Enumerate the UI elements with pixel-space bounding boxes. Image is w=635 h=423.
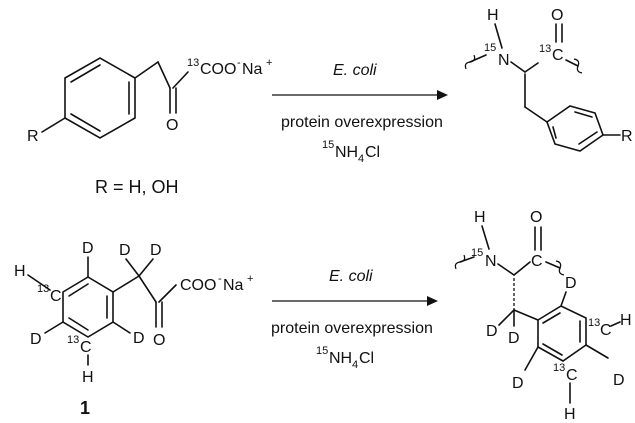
arrow-2-reagent-end: Cl <box>359 350 374 367</box>
ring-isotope-2: 13 <box>67 334 79 346</box>
product-2: 15 N H C O D D D 13 C <box>454 209 632 423</box>
reactant-1: R O 13 COO - Na + <box>27 57 272 145</box>
arrow-1-reagent-sub: 4 <box>358 153 364 165</box>
beta-deuterium-1: D <box>486 323 498 340</box>
arrow-1-isotope: 15 <box>322 139 334 151</box>
reactant-2: 13 C 13 C H D D H D D D O COO - <box>14 240 253 386</box>
arrow-2-condition-line1: protein overexpression <box>271 320 433 337</box>
arrow-1-reagent-end: Cl <box>365 144 380 161</box>
prod-ring-carbon-2: C <box>566 367 578 384</box>
compound-number: 1 <box>80 398 90 418</box>
arrow-2-top-label: E. coli <box>329 268 373 285</box>
carbonyl-carbon-2: C <box>531 253 543 270</box>
nitrogen-isotope: 15 <box>484 42 496 54</box>
carbonyl-oxygen-2: O <box>530 209 542 226</box>
sodium-label-2: Na <box>223 277 244 294</box>
ring-deuterium-1: D <box>82 240 94 257</box>
reaction-1: R O 13 COO - Na + E. coli protein overex… <box>27 7 633 197</box>
carboxylate-label-2: COO <box>180 277 216 294</box>
prod-ring-deuterium-2: D <box>613 372 625 389</box>
plus-charge: + <box>266 57 272 69</box>
minus-charge-2: - <box>218 273 222 285</box>
arrow-2-reagent: NH <box>329 350 352 367</box>
keto-oxygen: O <box>166 117 178 134</box>
carbonyl-carbon: C <box>552 47 564 64</box>
keto-oxygen-2: O <box>153 332 165 349</box>
arrow-1-reagent: NH <box>335 144 358 161</box>
carboxylate-label: COO <box>200 61 236 78</box>
amide-nitrogen: N <box>498 52 510 69</box>
reaction-arrow-2: E. coli protein overexpression 15 NH 4 C… <box>271 268 438 371</box>
arrow-2-isotope: 15 <box>316 345 328 357</box>
r-group-label: R <box>27 128 39 145</box>
nitrogen-isotope-2: 15 <box>471 247 483 259</box>
carbonyl-oxygen: O <box>551 7 563 24</box>
isotope-13-label: 13 <box>187 57 199 69</box>
ch2-deuterium-2: D <box>150 242 162 259</box>
reaction-2: 13 C 13 C H D D H D D D O COO - <box>14 209 632 423</box>
ring-carbon-2: C <box>80 339 92 356</box>
substituent-note: R = H, OH <box>95 177 179 197</box>
arrow-1-condition-line1: protein overexpression <box>281 114 443 131</box>
ring-deuterium-2: D <box>30 331 42 348</box>
prod-ring-isotope-2: 13 <box>553 362 565 374</box>
beta-deuterium-2: D <box>508 330 520 347</box>
ring-deuterium-3: D <box>133 330 145 347</box>
arrow-2-reagent-sub: 4 <box>352 359 358 371</box>
prod-ring-deuterium-1: D <box>565 275 577 292</box>
ring-hydrogen-2: H <box>82 369 94 386</box>
ring-carbon-1: C <box>50 288 62 305</box>
prod-ring-isotope-1: 13 <box>588 317 600 329</box>
prod-ring-hydrogen-1: H <box>620 312 632 329</box>
sodium-label: Na <box>242 61 263 78</box>
prod-ring-deuterium-3: D <box>512 375 524 392</box>
ring-hydrogen-1: H <box>14 263 26 280</box>
arrow-1-top-label: E. coli <box>333 62 377 79</box>
product-r-group: R <box>621 128 633 145</box>
plus-charge-2: + <box>247 273 253 285</box>
amide-hydrogen-2: H <box>474 209 486 226</box>
reaction-arrow-1: E. coli protein overexpression 15 NH 4 C… <box>272 62 448 165</box>
amide-nitrogen-2: N <box>485 253 497 270</box>
carbonyl-isotope: 13 <box>539 43 551 55</box>
ch2-deuterium-1: D <box>119 242 131 259</box>
ring-isotope-1: 13 <box>37 283 49 295</box>
prod-ring-hydrogen-2: H <box>564 406 576 423</box>
minus-charge: - <box>237 57 241 69</box>
amide-hydrogen: H <box>487 7 499 24</box>
prod-ring-carbon-1: C <box>600 322 612 339</box>
product-1: N 15 H 13 C O R <box>464 7 633 152</box>
